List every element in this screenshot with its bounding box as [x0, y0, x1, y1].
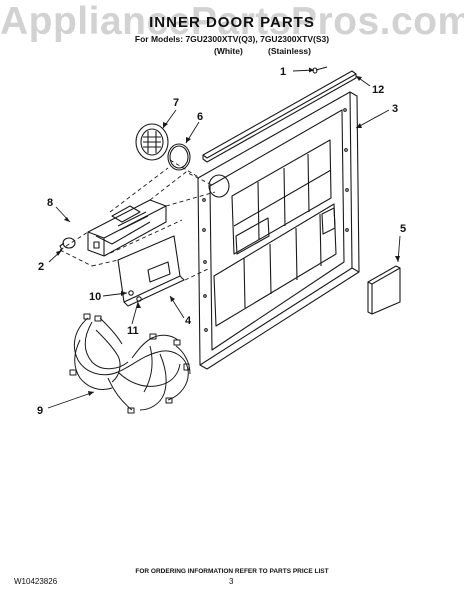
- ordering-note: FOR ORDERING INFORMATION REFER TO PARTS …: [135, 568, 329, 575]
- cover-screws: [128, 290, 142, 302]
- page-title: INNER DOOR PARTS: [149, 14, 315, 31]
- callout-4: 4: [185, 315, 192, 327]
- door-top-trim-strip: [202, 70, 357, 163]
- callout-10: 10: [89, 291, 101, 303]
- dispenser-cover-plate: [117, 235, 185, 307]
- callout-12: 12: [372, 84, 384, 96]
- callout-9: 9: [37, 405, 43, 417]
- watermark-text: AppliancePartsPros.com: [0, 0, 464, 43]
- vent-cap-part: [135, 123, 169, 161]
- callout-6: 6: [197, 111, 203, 123]
- models-line: For Models: 7GU2300XTV(Q3), 7GU2300XTV(S…: [134, 34, 330, 44]
- dispenser-assembly: [87, 199, 167, 257]
- callout-5: 5: [400, 223, 406, 235]
- assembly-guide-lines: [59, 159, 216, 281]
- callout-2: 2: [38, 261, 44, 273]
- variant-white-label: (White): [214, 46, 243, 56]
- callout-arrowheads: [56, 67, 400, 396]
- callout-1: 1: [280, 66, 286, 78]
- rinse-aid-cover-part: [367, 265, 401, 315]
- callout-numbers: 1 2 3 4 5 6 7 8 9 10 11 12: [37, 66, 406, 417]
- inner-door-panel: [197, 91, 360, 370]
- document-number: W10423826: [14, 577, 58, 586]
- callout-3: 3: [392, 103, 398, 115]
- screw-part: [312, 66, 328, 74]
- callout-11: 11: [127, 325, 139, 337]
- variant-stainless-label: (Stainless): [268, 46, 311, 56]
- callout-7: 7: [173, 97, 179, 109]
- callout-8: 8: [47, 197, 53, 209]
- vent-gasket-ring: [167, 143, 191, 171]
- wire-harness: [69, 313, 191, 414]
- page-number: 3: [229, 577, 234, 586]
